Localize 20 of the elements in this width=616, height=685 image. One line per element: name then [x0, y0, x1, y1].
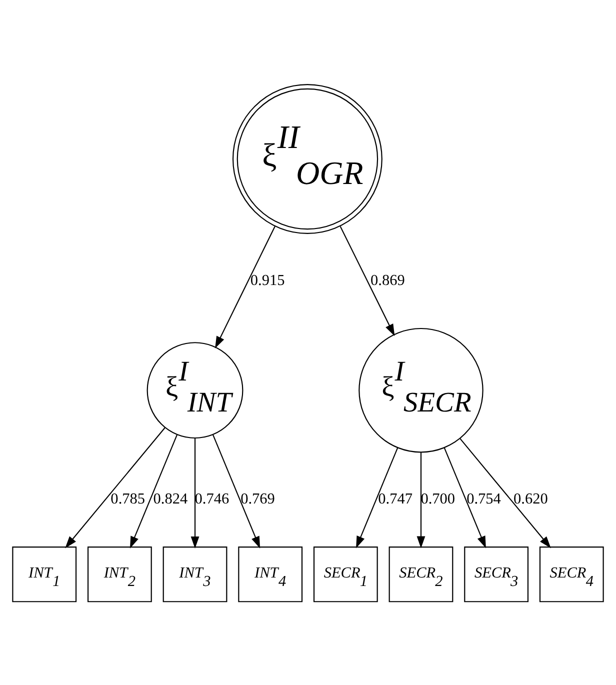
edge-label: 0.769	[240, 490, 275, 508]
edge-label: 0.747	[378, 490, 413, 508]
arrow	[130, 434, 178, 548]
edge-label: 0.785	[110, 490, 146, 508]
arrow	[356, 447, 398, 548]
edge-label: 0.824	[153, 490, 188, 508]
edge-label: 0.869	[370, 272, 405, 289]
arrow	[444, 447, 486, 548]
edge-label: 0.915	[250, 272, 285, 289]
arrow	[340, 226, 395, 336]
arrow	[416, 452, 426, 548]
arrow	[212, 434, 260, 548]
arrow	[190, 438, 200, 548]
edge-label: 0.746	[194, 490, 230, 508]
arrow	[215, 226, 276, 348]
edge-label: 0.700	[420, 490, 456, 508]
edge-label: 0.754	[466, 490, 501, 508]
edge-label: 0.620	[514, 490, 548, 508]
arrow	[460, 438, 551, 548]
arrow	[65, 426, 166, 548]
